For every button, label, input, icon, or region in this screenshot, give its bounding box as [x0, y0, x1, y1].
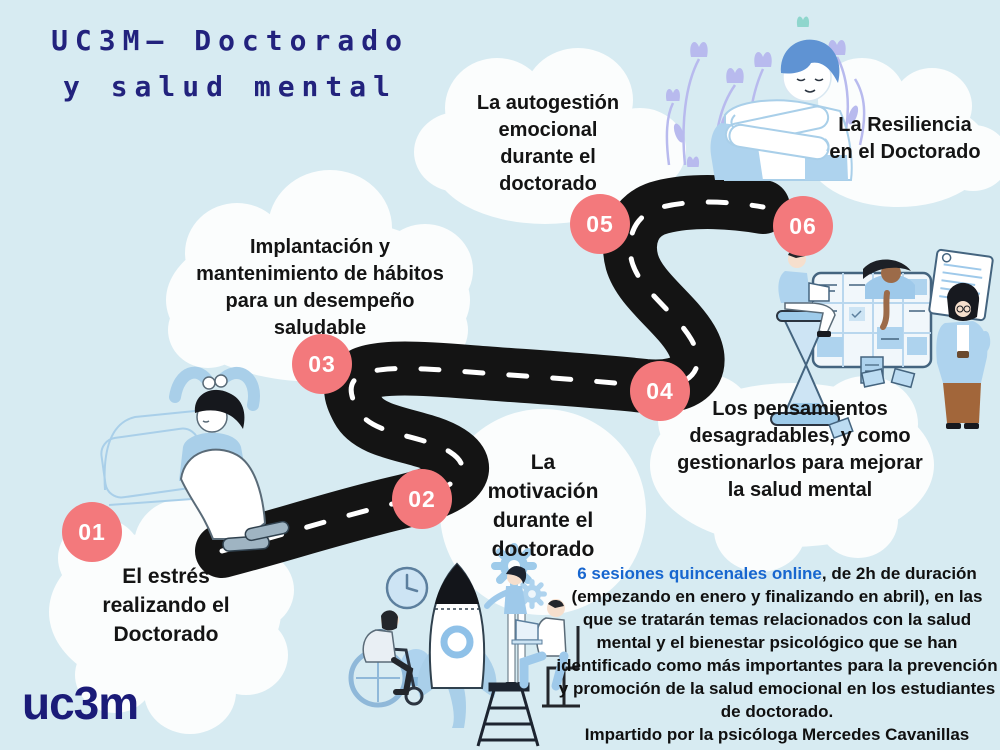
step-badge-06: 06 [773, 196, 833, 256]
stressed-student [100, 366, 290, 552]
course-description: 6 sesiones quincenales online, de 2h de … [556, 562, 998, 746]
ladder [476, 682, 540, 747]
flying-papers [828, 367, 916, 439]
gear-icon [517, 579, 547, 609]
hourglass-laptop-person [778, 249, 836, 337]
rocket-window [440, 625, 474, 659]
step-badge-03: 03 [292, 334, 352, 394]
step-label-06: La Resiliencia en el Doctorado [829, 114, 981, 163]
step-badge-05: 05 [570, 194, 630, 254]
footer-highlight: 6 sesiones quincenales online [577, 564, 822, 583]
hourglass-board-scene [770, 248, 994, 439]
step-label-03: Implantación y mantenimiento de hábitos … [196, 236, 444, 339]
footer-credit: Impartido por la psicóloga Mercedes Cava… [584, 725, 970, 744]
step-label-04: Los pensamientos desagradables, y como g… [677, 398, 923, 501]
hair [780, 39, 840, 83]
footer-body: , de 2h de duración (empezando en enero … [556, 564, 998, 721]
step-label-05: La autogestión emocional durante el doct… [476, 92, 620, 195]
step-badge-02: 02 [392, 469, 452, 529]
road-center-dashes [219, 199, 766, 554]
rocket-launch-team: $ [348, 543, 580, 747]
wheelchair-person [348, 610, 424, 708]
clock-icon [385, 566, 429, 610]
standing-woman [928, 248, 994, 429]
crossed-arms [724, 105, 830, 161]
laptop-man [511, 599, 580, 708]
uc3m-logo: uc3m [22, 677, 139, 729]
road [195, 175, 790, 578]
step-badge-01: 01 [62, 502, 122, 562]
teal-flower [796, 16, 810, 27]
laptop [515, 619, 539, 641]
poster-title: UC3M— Doctorado y salud mental [51, 24, 409, 103]
laptop [808, 282, 830, 302]
ladder-woman [484, 565, 529, 688]
phone [957, 351, 969, 358]
shoe [244, 520, 290, 542]
step-badge-04: 04 [630, 361, 690, 421]
self-hug-scene [665, 16, 866, 181]
rocket [417, 562, 497, 728]
hair [194, 389, 245, 429]
cloud-step2 [440, 409, 646, 615]
self-hug-person [710, 39, 853, 181]
cloud-step5 [414, 48, 686, 224]
step-label-02: La motivación durante el doctorado [487, 451, 599, 561]
step-label-01: El estrés realizando el Doctorado [102, 565, 230, 646]
leaning-woman [863, 259, 915, 330]
